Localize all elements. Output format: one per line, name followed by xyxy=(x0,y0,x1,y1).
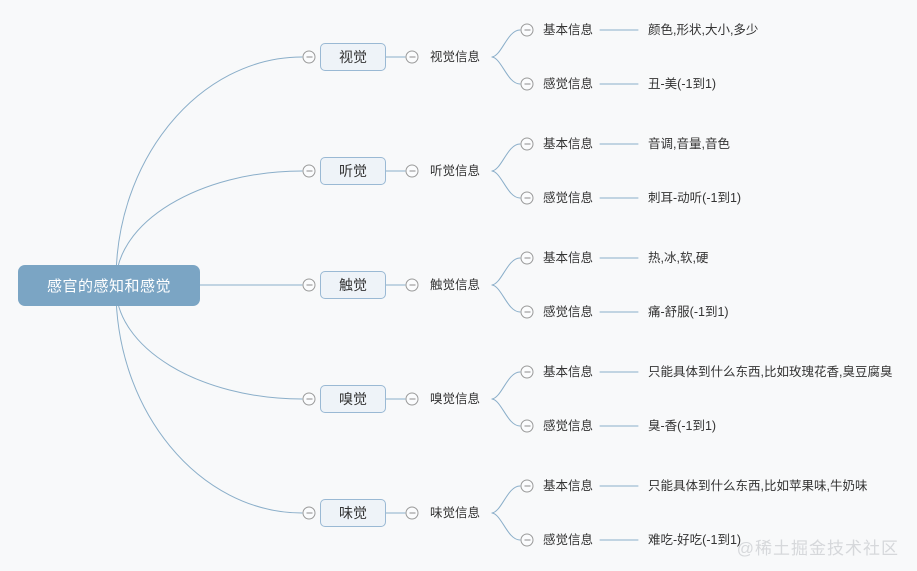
sub-node-1[interactable]: 视觉信息 xyxy=(430,49,481,64)
sub-toggle-1[interactable] xyxy=(405,50,419,64)
leaf-node-3-2[interactable]: 感觉信息 xyxy=(543,304,594,319)
branch-toggle-3[interactable] xyxy=(302,278,316,292)
leaf-node-1-2[interactable]: 感觉信息 xyxy=(543,76,594,91)
sub-toggle-2[interactable] xyxy=(405,164,419,178)
leaf-toggle-1-2[interactable] xyxy=(520,77,534,91)
watermark: @稀土掘金技术社区 xyxy=(736,539,899,558)
branch-toggle-4[interactable] xyxy=(302,392,316,406)
leaf-node-5-1[interactable]: 基本信息 xyxy=(543,478,594,493)
branch-toggle-2[interactable] xyxy=(302,164,316,178)
detail-node-1-1[interactable]: 颜色,形状,大小,多少 xyxy=(648,22,759,37)
sub-toggle-3[interactable] xyxy=(405,278,419,292)
branch-toggle-5[interactable] xyxy=(302,506,316,520)
sub-node-5[interactable]: 味觉信息 xyxy=(430,505,481,520)
root-node[interactable]: 感官的感知和感觉 xyxy=(18,265,200,306)
detail-node-5-1[interactable]: 只能具体到什么东西,比如苹果味,牛奶味 xyxy=(648,478,868,493)
leaf-toggle-3-2[interactable] xyxy=(520,305,534,319)
leaf-node-3-1[interactable]: 基本信息 xyxy=(543,250,594,265)
sub-node-3[interactable]: 触觉信息 xyxy=(430,277,481,292)
branch-node-3[interactable]: 触觉 xyxy=(320,271,386,299)
leaf-toggle-2-1[interactable] xyxy=(520,137,534,151)
leaf-node-2-2[interactable]: 感觉信息 xyxy=(543,190,594,205)
leaf-toggle-3-1[interactable] xyxy=(520,251,534,265)
leaf-toggle-4-2[interactable] xyxy=(520,419,534,433)
branch-node-1[interactable]: 视觉 xyxy=(320,43,386,71)
detail-node-2-2[interactable]: 刺耳-动听(-1到1) xyxy=(648,190,742,205)
leaf-node-4-1[interactable]: 基本信息 xyxy=(543,364,594,379)
leaf-toggle-5-2[interactable] xyxy=(520,533,534,547)
leaf-toggle-2-2[interactable] xyxy=(520,191,534,205)
detail-node-4-1[interactable]: 只能具体到什么东西,比如玫瑰花香,臭豆腐臭 xyxy=(648,364,893,379)
detail-node-3-1[interactable]: 热,冰,软,硬 xyxy=(648,250,709,265)
sub-node-2[interactable]: 听觉信息 xyxy=(430,163,481,178)
leaf-node-4-2[interactable]: 感觉信息 xyxy=(543,418,594,433)
sub-toggle-5[interactable] xyxy=(405,506,419,520)
detail-node-2-1[interactable]: 音调,音量,音色 xyxy=(648,136,730,151)
leaf-toggle-5-1[interactable] xyxy=(520,479,534,493)
leaf-node-5-2[interactable]: 感觉信息 xyxy=(543,532,594,547)
sub-node-4[interactable]: 嗅觉信息 xyxy=(430,391,481,406)
detail-node-4-2[interactable]: 臭-香(-1到1) xyxy=(648,418,717,433)
branch-node-2[interactable]: 听觉 xyxy=(320,157,386,185)
leaf-toggle-1-1[interactable] xyxy=(520,23,534,37)
leaf-node-1-1[interactable]: 基本信息 xyxy=(543,22,594,37)
leaf-toggle-4-1[interactable] xyxy=(520,365,534,379)
detail-node-1-2[interactable]: 丑-美(-1到1) xyxy=(648,76,717,91)
detail-node-5-2[interactable]: 难吃-好吃(-1到1) xyxy=(648,532,742,547)
branch-node-4[interactable]: 嗅觉 xyxy=(320,385,386,413)
leaf-node-2-1[interactable]: 基本信息 xyxy=(543,136,594,151)
branch-toggle-1[interactable] xyxy=(302,50,316,64)
branch-node-5[interactable]: 味觉 xyxy=(320,499,386,527)
detail-node-3-2[interactable]: 痛-舒服(-1到1) xyxy=(648,304,729,319)
sub-toggle-4[interactable] xyxy=(405,392,419,406)
